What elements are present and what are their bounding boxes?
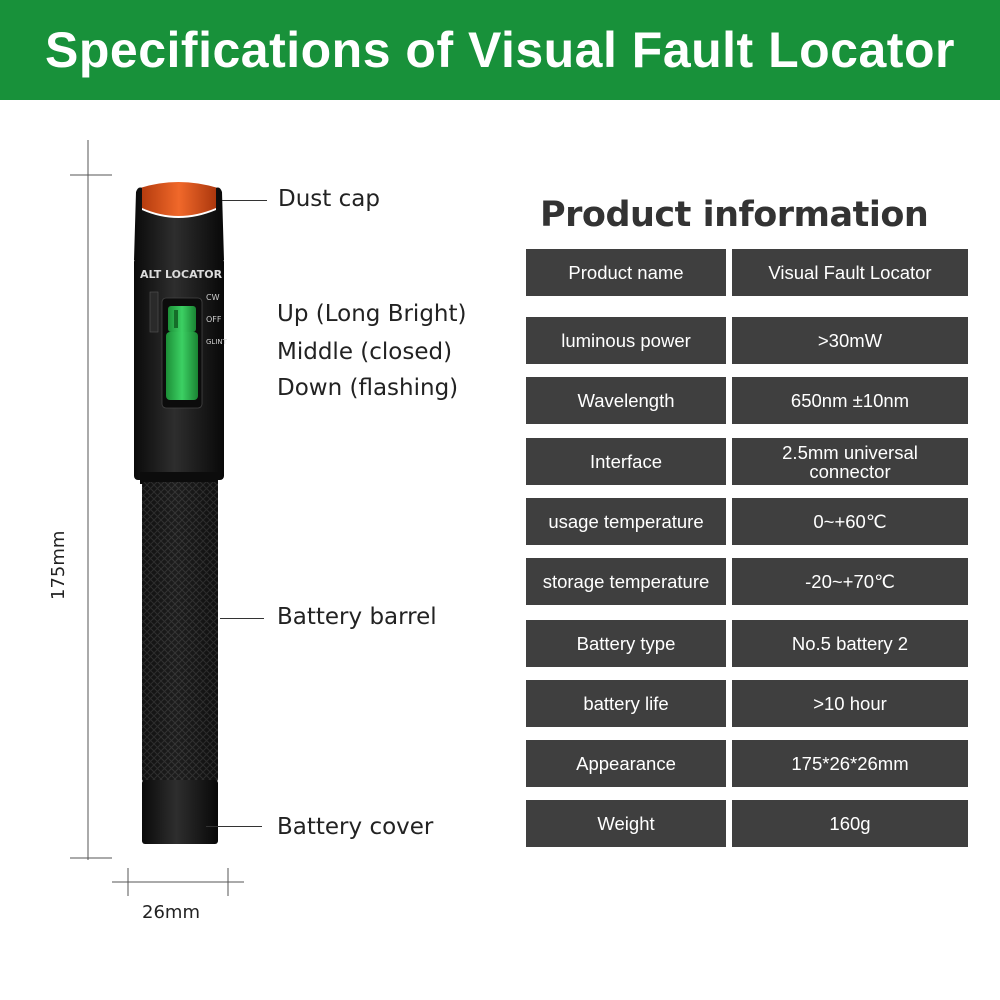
mode-switch [166, 332, 198, 400]
dust-cap-shape [140, 182, 218, 216]
table-row: storage temperature -20~+70℃ [526, 558, 968, 605]
spec-label: battery life [526, 680, 726, 727]
length-dimension-label: 175mm [48, 530, 69, 600]
spec-value: Visual Fault Locator [732, 249, 968, 296]
table-row: Weight 160g [526, 800, 968, 847]
diameter-dimension-label: 26mm [142, 902, 200, 923]
callout-switch-up: Up (Long Bright) [277, 301, 467, 327]
table-row: Product name Visual Fault Locator [526, 249, 968, 296]
title-banner: Specifications of Visual Fault Locator [0, 0, 1000, 100]
spec-label: Battery type [526, 620, 726, 667]
table-row: luminous power >30mW [526, 317, 968, 364]
spec-label: Interface [526, 438, 726, 485]
spec-value: 650nm ±10nm [732, 377, 968, 424]
table-row: Interface 2.5mm universal connector [526, 438, 968, 485]
spec-value: 0~+60℃ [732, 498, 968, 545]
table-row: battery life >10 hour [526, 680, 968, 727]
callout-battery-cover: Battery cover [277, 814, 434, 840]
spec-value: -20~+70℃ [732, 558, 968, 605]
callout-switch-down: Down (flashing) [277, 375, 459, 401]
table-row: Appearance 175*26*26mm [526, 740, 968, 787]
spec-label: Wavelength [526, 377, 726, 424]
product-illustration: ALT LOCATOR CW OFF GLINT Dust cap Up (Lo… [0, 100, 520, 1000]
battery-cover-shape [142, 780, 218, 844]
page-title: Specifications of Visual Fault Locator [45, 22, 955, 78]
spec-label: Appearance [526, 740, 726, 787]
spec-value: 160g [732, 800, 968, 847]
svg-text:ALT LOCATOR: ALT LOCATOR [140, 268, 223, 281]
spec-value: No.5 battery 2 [732, 620, 968, 667]
callout-switch-middle: Middle (closed) [277, 339, 453, 365]
fault-locator-pen: ALT LOCATOR CW OFF GLINT [70, 140, 244, 896]
callout-dust-cap: Dust cap [278, 186, 380, 212]
table-row: usage temperature 0~+60℃ [526, 498, 968, 545]
table-row: Battery type No.5 battery 2 [526, 620, 968, 667]
callout-battery-barrel: Battery barrel [277, 604, 437, 630]
spec-label: Product name [526, 249, 726, 296]
svg-text:OFF: OFF [206, 315, 222, 324]
spec-label: usage temperature [526, 498, 726, 545]
spec-value: 175*26*26mm [732, 740, 968, 787]
table-row: Wavelength 650nm ±10nm [526, 377, 968, 424]
spec-label: luminous power [526, 317, 726, 364]
svg-text:CW: CW [206, 293, 220, 302]
spec-value: >30mW [732, 317, 968, 364]
svg-text:GLINT: GLINT [206, 338, 228, 346]
product-information-table: Product information Product name Visual … [526, 190, 968, 847]
spec-label: storage temperature [526, 558, 726, 605]
spec-heading: Product information [540, 195, 929, 235]
spec-value: 2.5mm universal connector [732, 438, 968, 485]
spec-label: Weight [526, 800, 726, 847]
spec-value: >10 hour [732, 680, 968, 727]
